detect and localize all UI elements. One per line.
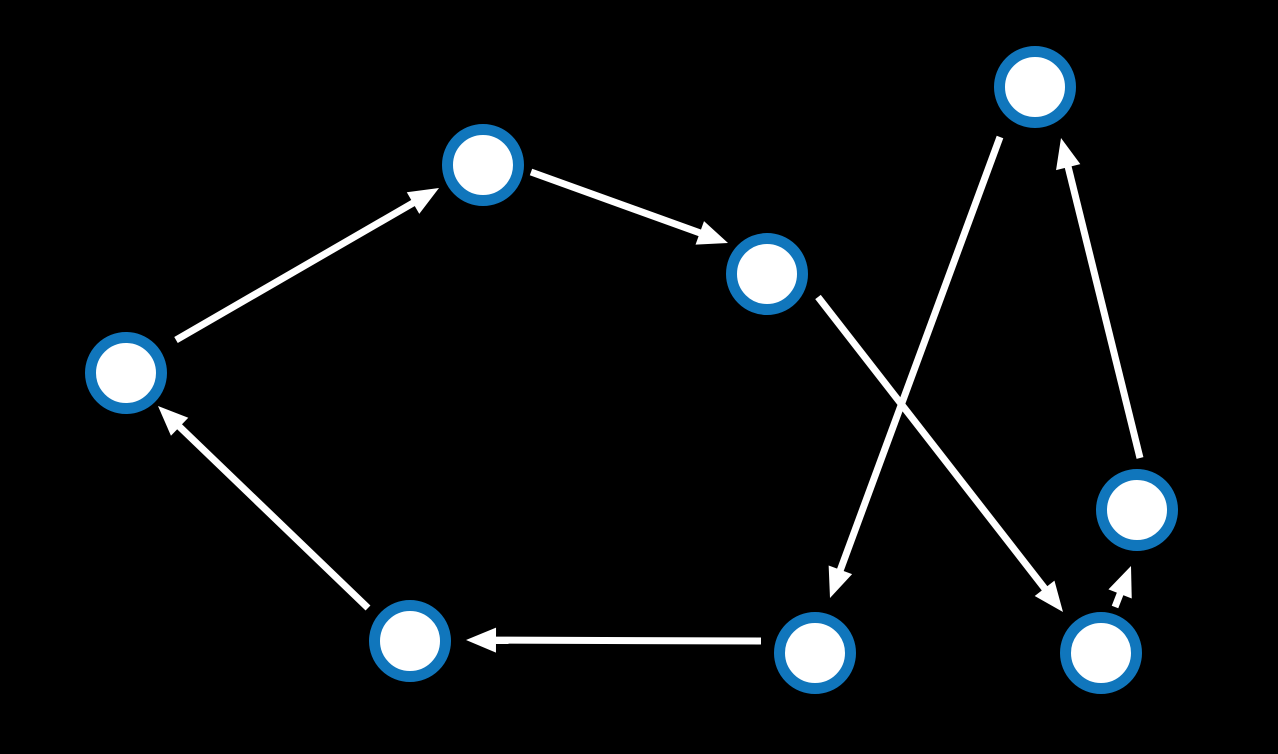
graph-edge-H-D (158, 406, 371, 611)
edge-shaft (529, 168, 709, 239)
graph-node-F (774, 612, 856, 694)
graph-node-A (994, 46, 1076, 128)
graph-node-D (85, 332, 167, 414)
arrowhead-icon (1034, 580, 1063, 612)
node-circle (442, 124, 524, 206)
node-circle (85, 332, 167, 414)
graph-edge-A-F (828, 135, 1004, 598)
edge-shaft (171, 418, 371, 611)
arrowhead-icon (466, 627, 497, 653)
graph-node-E (1096, 469, 1178, 551)
arrowhead-icon (1108, 566, 1132, 599)
arrowhead-icon (828, 565, 853, 598)
graph-edge-G-E (1108, 566, 1132, 609)
graph-edge-B-C (529, 168, 728, 245)
graph-node-G (1060, 612, 1142, 694)
graph-node-C (726, 233, 808, 315)
edge-shaft (815, 294, 1053, 598)
graph-node-H (369, 600, 451, 682)
node-circle (1060, 612, 1142, 694)
edge-shaft (834, 135, 1004, 579)
node-circle (369, 600, 451, 682)
graph-edge-D-B (174, 188, 439, 344)
edge-shaft (174, 195, 423, 344)
graph-node-B (442, 124, 524, 206)
node-circle (1096, 469, 1178, 551)
arrowhead-icon (406, 188, 439, 214)
graph-edge-C-G (815, 294, 1063, 612)
edge-shaft (1062, 158, 1144, 459)
edge-shaft (487, 636, 762, 645)
node-circle (726, 233, 808, 315)
graph-edge-F-H (466, 627, 762, 653)
arrowhead-icon (158, 406, 189, 436)
arrowhead-icon (695, 221, 728, 245)
graph-edge-E-A (1056, 138, 1144, 459)
arrowhead-icon (1056, 138, 1081, 171)
node-circle (774, 612, 856, 694)
node-circle (994, 46, 1076, 128)
